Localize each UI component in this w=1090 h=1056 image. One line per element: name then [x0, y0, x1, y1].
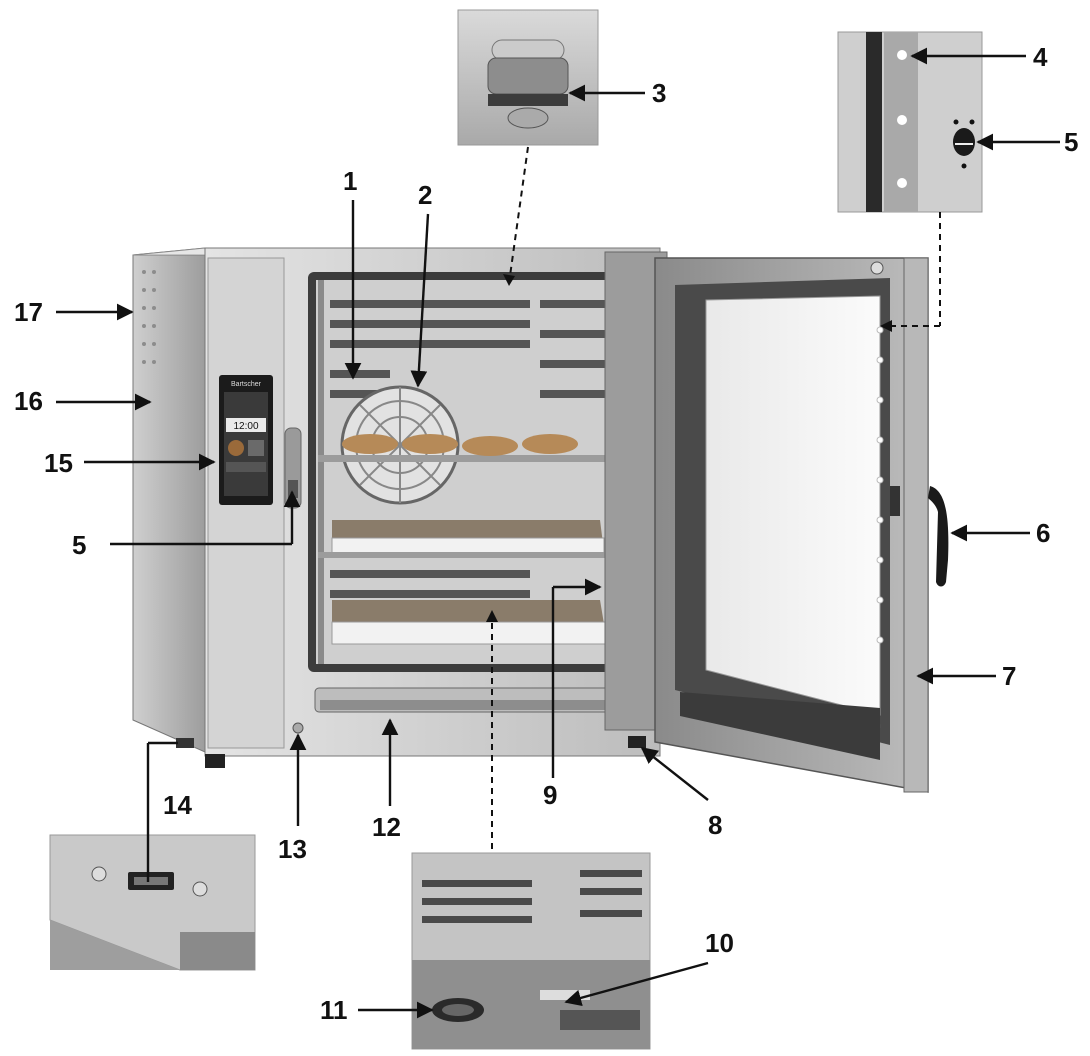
callout-10: 10	[705, 928, 734, 958]
callout-6: 6	[1036, 518, 1051, 548]
callout-14: 14	[163, 790, 192, 820]
callout-15: 15	[44, 448, 73, 478]
callout-9: 9	[543, 780, 558, 810]
usb-cover-screw	[292, 722, 304, 734]
touch-display: Bartscher 12:00	[219, 375, 273, 505]
callout-2: 2	[418, 180, 433, 210]
callout-13: 13	[278, 834, 307, 864]
callout-8: 8	[708, 810, 723, 840]
inset-drain	[411, 852, 651, 1050]
callout-7: 7	[1002, 661, 1017, 691]
callout-5-door: 5	[1064, 127, 1079, 157]
inset-connectors	[491, 146, 941, 853]
connector-arrowheads	[486, 274, 892, 622]
inset-fan-motor	[457, 9, 599, 146]
callout-16: 16	[14, 386, 43, 416]
drip-tray	[314, 687, 634, 713]
door-handle	[928, 486, 949, 587]
callout-12: 12	[372, 812, 401, 842]
inset-usb-port	[49, 834, 256, 971]
oven-cavity	[308, 272, 636, 672]
leader-lines	[56, 47, 1060, 1019]
callout-3: 3	[652, 78, 667, 108]
callout-4: 4	[1033, 42, 1048, 72]
inset-door-lighting	[837, 31, 983, 213]
callout-1: 1	[343, 166, 358, 196]
callout-11: 11	[320, 995, 348, 1025]
callout-17: 17	[14, 297, 43, 327]
callout-5-probe: 5	[72, 530, 87, 560]
oven-door	[604, 251, 929, 793]
display-time: 12:00	[233, 421, 258, 432]
display-brand: Bartscher	[231, 381, 262, 388]
